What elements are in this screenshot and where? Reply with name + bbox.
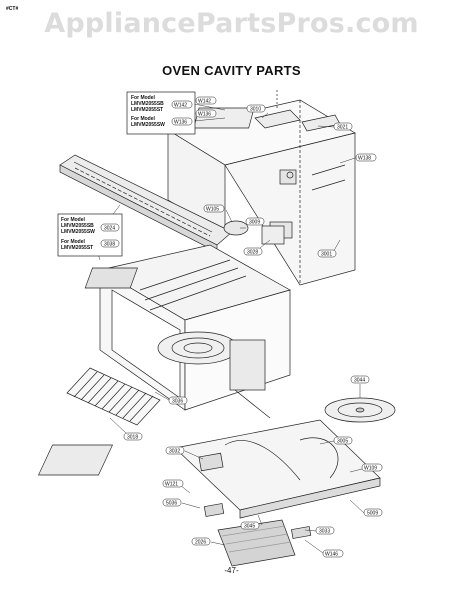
callout-leaders: [94, 103, 365, 554]
note-left-a-line3: LMVM2055SW: [61, 229, 95, 235]
oven-rack: [66, 367, 161, 426]
note-top-b-line1: For Model: [131, 116, 155, 122]
callout-5009: 5009: [367, 511, 378, 517]
note-top-a-line3: LMVM2055ST: [131, 107, 163, 113]
callout-w136: W136: [198, 112, 211, 118]
model-note-top: [126, 91, 196, 135]
base-plate: [37, 419, 381, 539]
callout-3010: 3010: [250, 107, 261, 113]
page-title: OVEN CAVITY PARTS: [162, 63, 301, 78]
callout-3032: 3032: [169, 449, 180, 455]
note-left-part-a: 3024: [104, 226, 115, 232]
outer-case: [167, 99, 356, 286]
callout-3018: 3018: [127, 435, 138, 441]
callout-3044: 3044: [354, 378, 365, 384]
front-vent-grille: [59, 154, 233, 253]
callout-w142: W142: [198, 99, 211, 105]
callout-3001: 3001: [321, 252, 332, 258]
model-note-left-text: For Model LMVM2055SB LMVM2055SW For Mode…: [61, 217, 120, 251]
note-left-b-line1: For Model: [61, 239, 85, 245]
callout-3036: 3036: [172, 399, 183, 405]
callout-w146: W146: [325, 552, 338, 558]
note-top-b-line2: LMVM2055SW: [131, 122, 165, 128]
note-top-part-b: W136: [174, 120, 187, 126]
callout-w138: W138: [358, 156, 371, 162]
site-watermark: AppliancePartsPros.com: [44, 8, 419, 39]
page-corner-mark: #CT#: [6, 6, 19, 12]
model-note-left: [57, 213, 123, 257]
fan-motor: [223, 220, 285, 245]
callout-3009: 3009: [249, 220, 260, 226]
callout-w121: W121: [165, 482, 178, 488]
note-left-part-b: 3038: [104, 242, 115, 248]
callout-w109: W109: [364, 466, 377, 472]
callout-3028: 3028: [247, 250, 258, 256]
note-left-a-line2: LMVM2055SB: [61, 223, 94, 229]
callout-3033: 3033: [319, 529, 330, 535]
callout-3045: 3045: [244, 524, 255, 530]
callout-w105: W105: [206, 207, 219, 213]
callout-2026: 2026: [195, 540, 206, 546]
grease-filter: [217, 519, 296, 567]
part-callouts: W142 W136 3010 3021 W138 W105 3009 3028 …: [123, 96, 383, 558]
note-left-b-line2: LMVM2055ST: [61, 245, 93, 251]
note-top-part-a: W142: [174, 103, 187, 109]
turntable-tray: [324, 397, 396, 423]
callout-5036: 5036: [166, 501, 177, 507]
top-bracket: [254, 90, 341, 132]
oven-cavity: [84, 244, 291, 419]
model-note-top-text: For Model LMVM2055SB LMVM2055ST For Mode…: [131, 95, 193, 128]
note-top-a-line2: LMVM2055SB: [131, 101, 164, 107]
note-top-a-line1: For Model: [131, 95, 155, 101]
callout-3005: 3005: [337, 439, 348, 445]
note-left-a-line1: For Model: [61, 217, 85, 223]
callout-3021: 3021: [337, 125, 348, 131]
page-number: -47-: [224, 566, 239, 575]
